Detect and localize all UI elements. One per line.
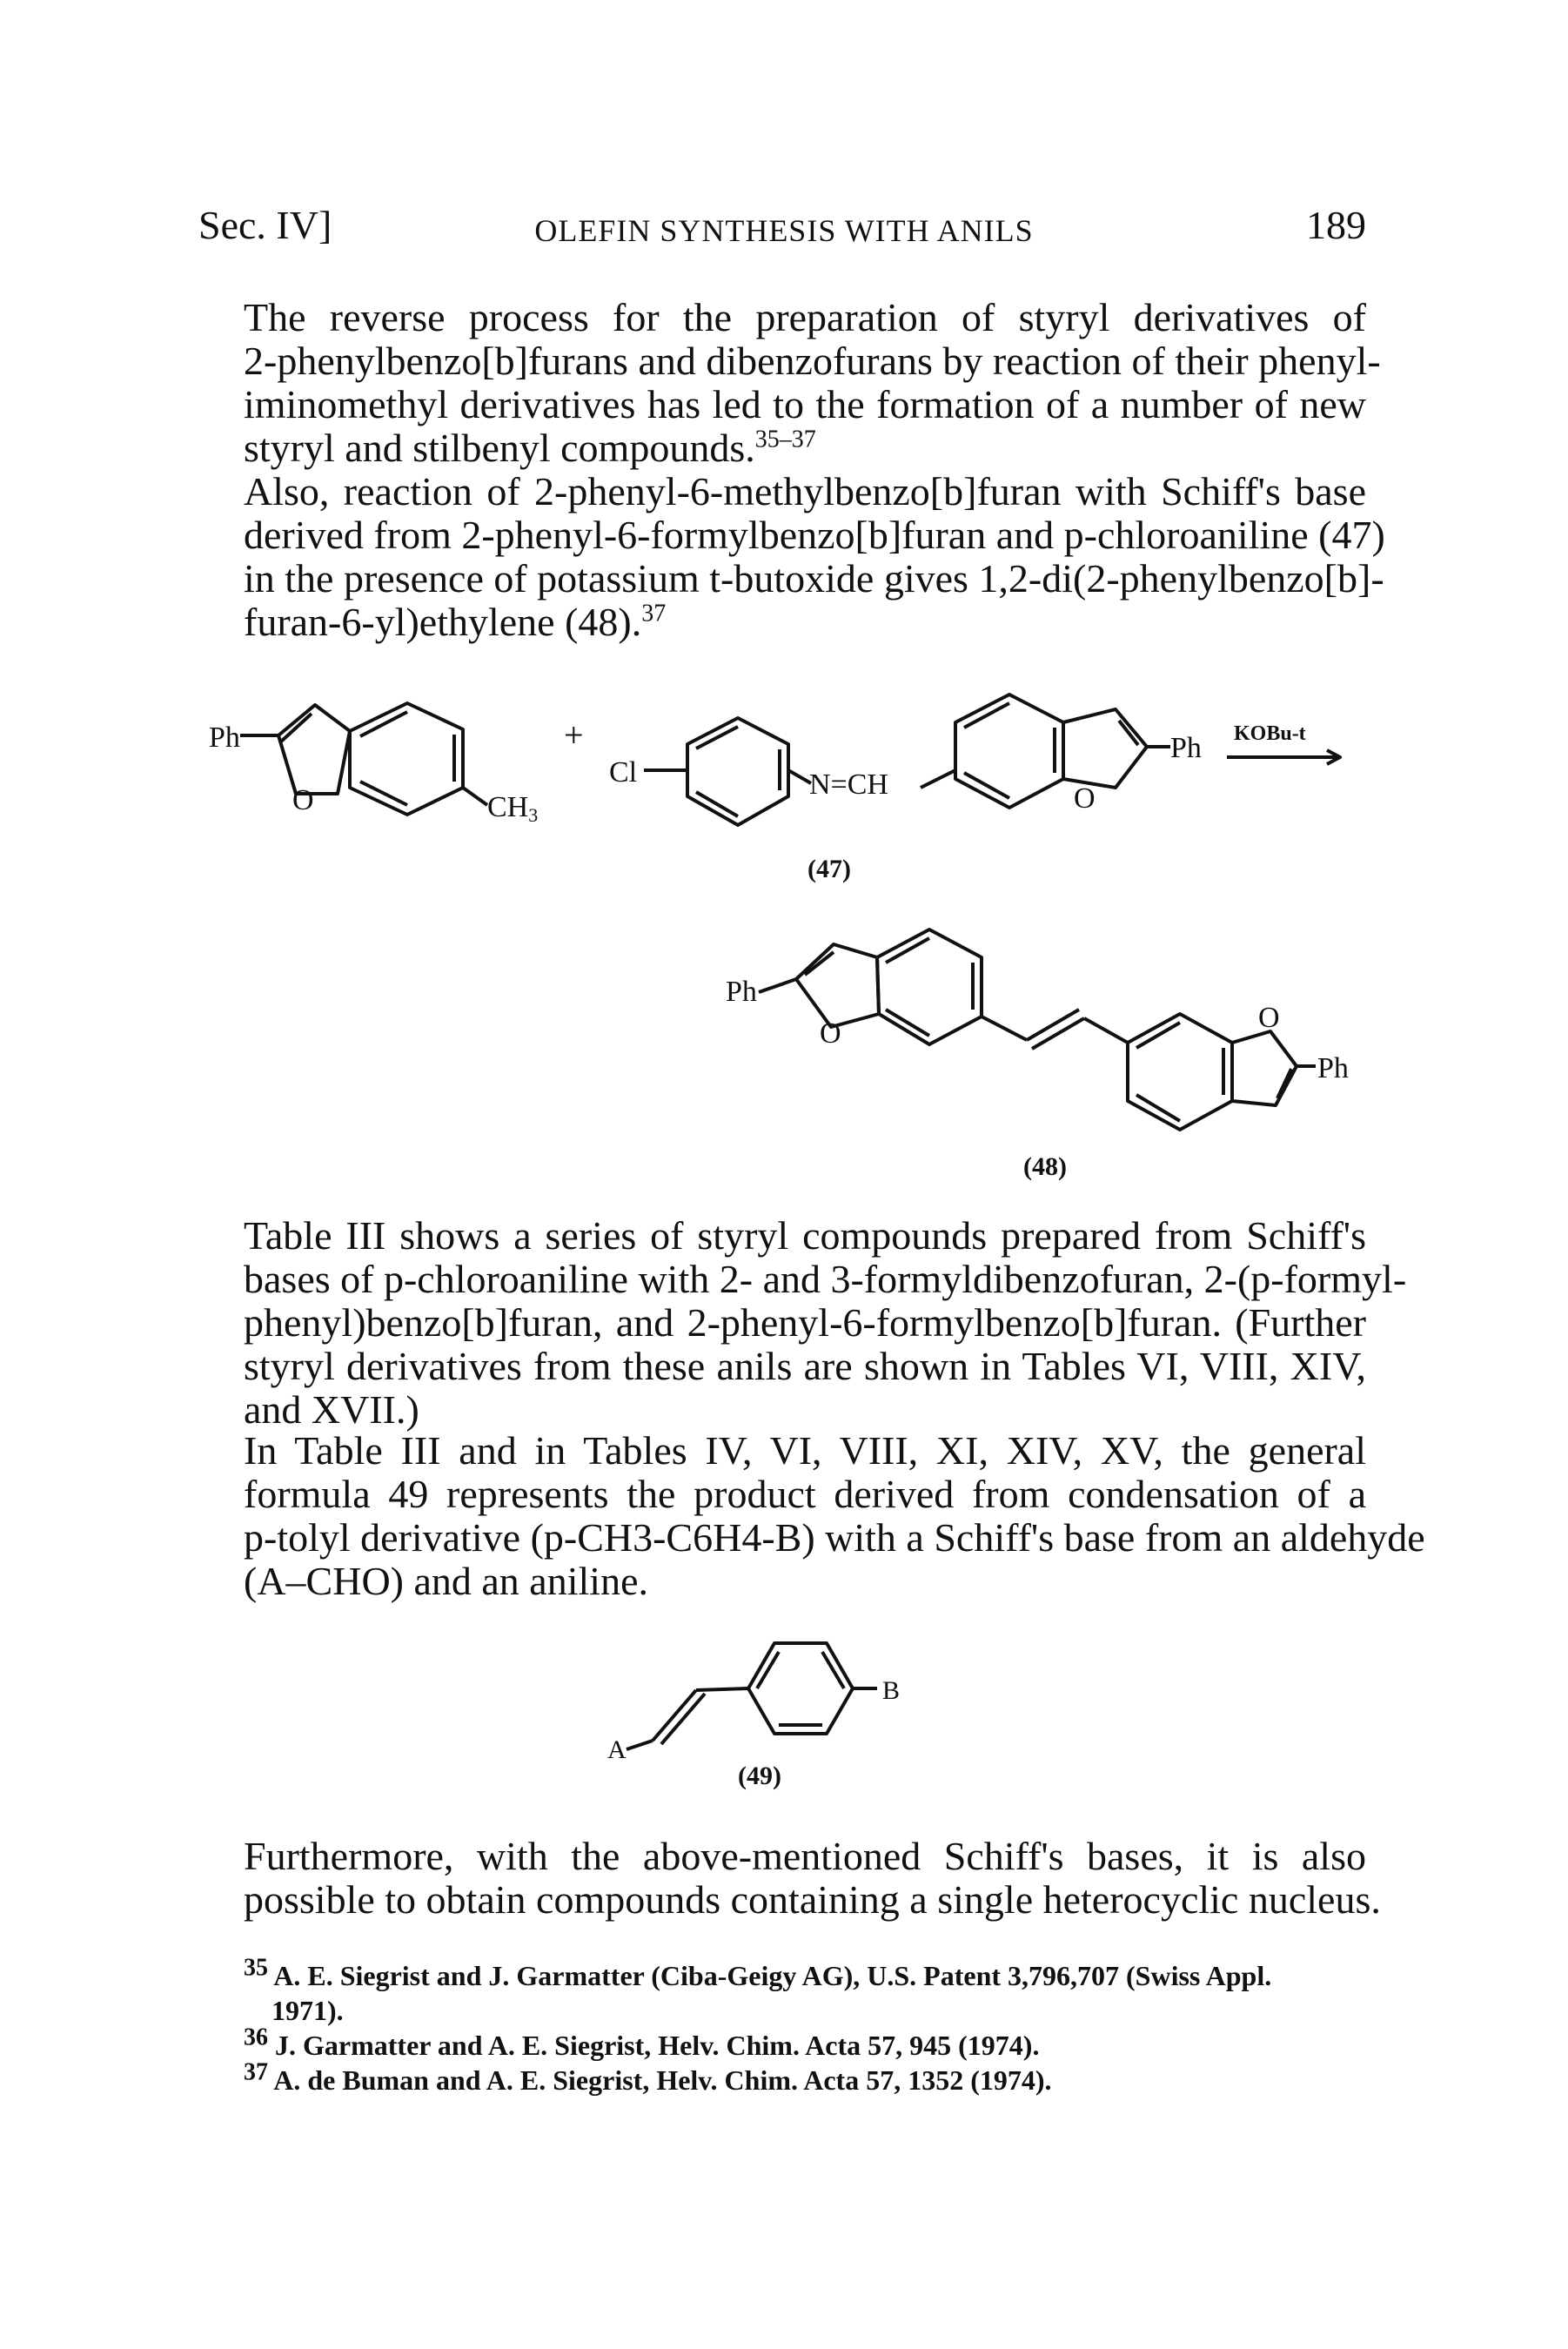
footnote-36: 36 J. Garmatter and A. E. Siegrist, Helv… [244, 2025, 1366, 2063]
chlorine-label: Cl [609, 756, 637, 789]
text-line: possible to obtain compounds containing … [244, 1877, 1381, 1922]
benzene-ring [954, 693, 1065, 809]
benzene-ring [1126, 1012, 1234, 1131]
compound-label-48: (48) [1023, 1152, 1067, 1181]
oxygen-label: O [292, 784, 314, 816]
plus-sign: + [564, 715, 584, 755]
text-line: and XVII.) [244, 1387, 419, 1432]
text-line: in the presence of potassium t-butoxide … [244, 556, 1384, 601]
text-line: In Table III and in Tables IV, VI, VIII,… [244, 1428, 1366, 1473]
text-line: The reverse process for the preparation … [244, 295, 1366, 339]
chlorophenyl-ring [686, 716, 790, 827]
methyl-text: CH [487, 791, 528, 823]
furan-ring [1230, 1030, 1298, 1107]
text-line: furan-6-yl)ethylene (48).37 [244, 601, 1366, 644]
footnote-text: A. E. Siegrist and J. Garmatter (Ciba-Ge… [273, 1960, 1272, 1991]
benzene-ring [348, 701, 465, 816]
furan-ring [1062, 708, 1149, 789]
text-line: (A–CHO) and an aniline. [244, 1559, 648, 1603]
running-title: OLEFIN SYNTHESIS WITH ANILS [534, 213, 1034, 248]
phenyl-label: Ph [209, 721, 240, 754]
phenyl-label: Ph [1170, 732, 1202, 764]
text-line: bases of p-chloroaniline with 2- and 3-f… [244, 1257, 1407, 1301]
section-label: Sec. IV] [198, 203, 332, 247]
reagent-label: KOBu-t [1234, 722, 1306, 745]
text-line: styryl and stilbenyl compounds.35–37 [244, 426, 1366, 470]
footnote-number: 36 [244, 2023, 268, 2051]
paragraph-3: Table III shows a series of styryl compo… [244, 1213, 1407, 1432]
phenyl-label: Ph [726, 976, 757, 1008]
benzene-ring [875, 928, 983, 1046]
footnote-text-continued: 1971). [271, 1995, 344, 2026]
substituent-b-label: B [882, 1676, 900, 1705]
text-line: phenyl)benzo[b]furan, and 2-phenyl-6-for… [244, 1300, 1366, 1345]
paragraph-2: Also, reaction of 2-phenyl-6-methylbenzo… [244, 469, 1385, 644]
text-line: formula 49 represents the product derive… [244, 1472, 1366, 1516]
reference-superscript: 35–37 [754, 426, 816, 453]
substituent-a-label: A [607, 1735, 627, 1764]
text-line: Table III shows a series of styryl compo… [244, 1213, 1366, 1258]
text-line: Furthermore, with the above-mentioned Sc… [244, 1834, 1366, 1878]
oxygen-label: O [1258, 1002, 1280, 1034]
oxygen-label: O [820, 1017, 841, 1050]
methyl-label: CH3 [487, 791, 538, 826]
furan-ring [794, 943, 881, 1029]
page-number: 189 [1306, 203, 1366, 247]
text-line: styryl derivatives from these anils are … [244, 1344, 1366, 1388]
reference-superscript: 37 [641, 600, 667, 628]
text-line: Also, reaction of 2-phenyl-6-methylbenzo… [244, 469, 1366, 513]
text-line: p-tolyl derivative (p-CH3-C6H4-B) with a… [244, 1515, 1425, 1560]
text-line: 2-phenylbenzo[b]furans and dibenzofurans… [244, 339, 1381, 383]
compound-label-47: (47) [807, 855, 851, 883]
footnote-text: J. Garmatter and A. E. Siegrist, Helv. C… [275, 2030, 1040, 2061]
oxygen-label: O [1074, 782, 1096, 815]
vinylene-double-bond [1025, 1008, 1081, 1042]
footnote-37: 37 A. de Buman and A. E. Siegrist, Helv.… [244, 2060, 1366, 2097]
methyl-subscript: 3 [528, 804, 538, 826]
text-line: iminomethyl derivatives has led to the f… [244, 382, 1366, 426]
compound-label-49: (49) [738, 1762, 781, 1790]
benzene-ring [747, 1641, 854, 1735]
reaction-scheme: Ph O CH3 + Cl N=CH O Ph KOBu-t (47) Ph O… [209, 693, 1349, 1181]
footnote-35: 35 A. E. Siegrist and J. Garmatter (Ciba… [244, 1956, 1366, 2028]
text-fragment: furan-6-yl)ethylene (48). [244, 600, 642, 644]
paragraph-5: Furthermore, with the above-mentioned Sc… [244, 1834, 1381, 1922]
paragraph-4: In Table III and in Tables IV, VI, VIII,… [244, 1428, 1425, 1603]
general-formula: A B (49) [607, 1641, 900, 1790]
paragraph-1: The reverse process for the preparation … [244, 295, 1381, 470]
text-line: derived from 2-phenyl-6-formylbenzo[b]fu… [244, 513, 1385, 557]
footnote-number: 35 [244, 1954, 268, 1982]
footnote-text: A. de Buman and A. E. Siegrist, Helv. Ch… [273, 2064, 1052, 2096]
furan-ring [277, 703, 352, 795]
imine-label: N=CH [809, 768, 888, 801]
phenyl-label: Ph [1317, 1052, 1349, 1084]
footnote-number: 37 [244, 2058, 268, 2086]
text-fragment: styryl and stilbenyl compounds. [244, 426, 755, 470]
